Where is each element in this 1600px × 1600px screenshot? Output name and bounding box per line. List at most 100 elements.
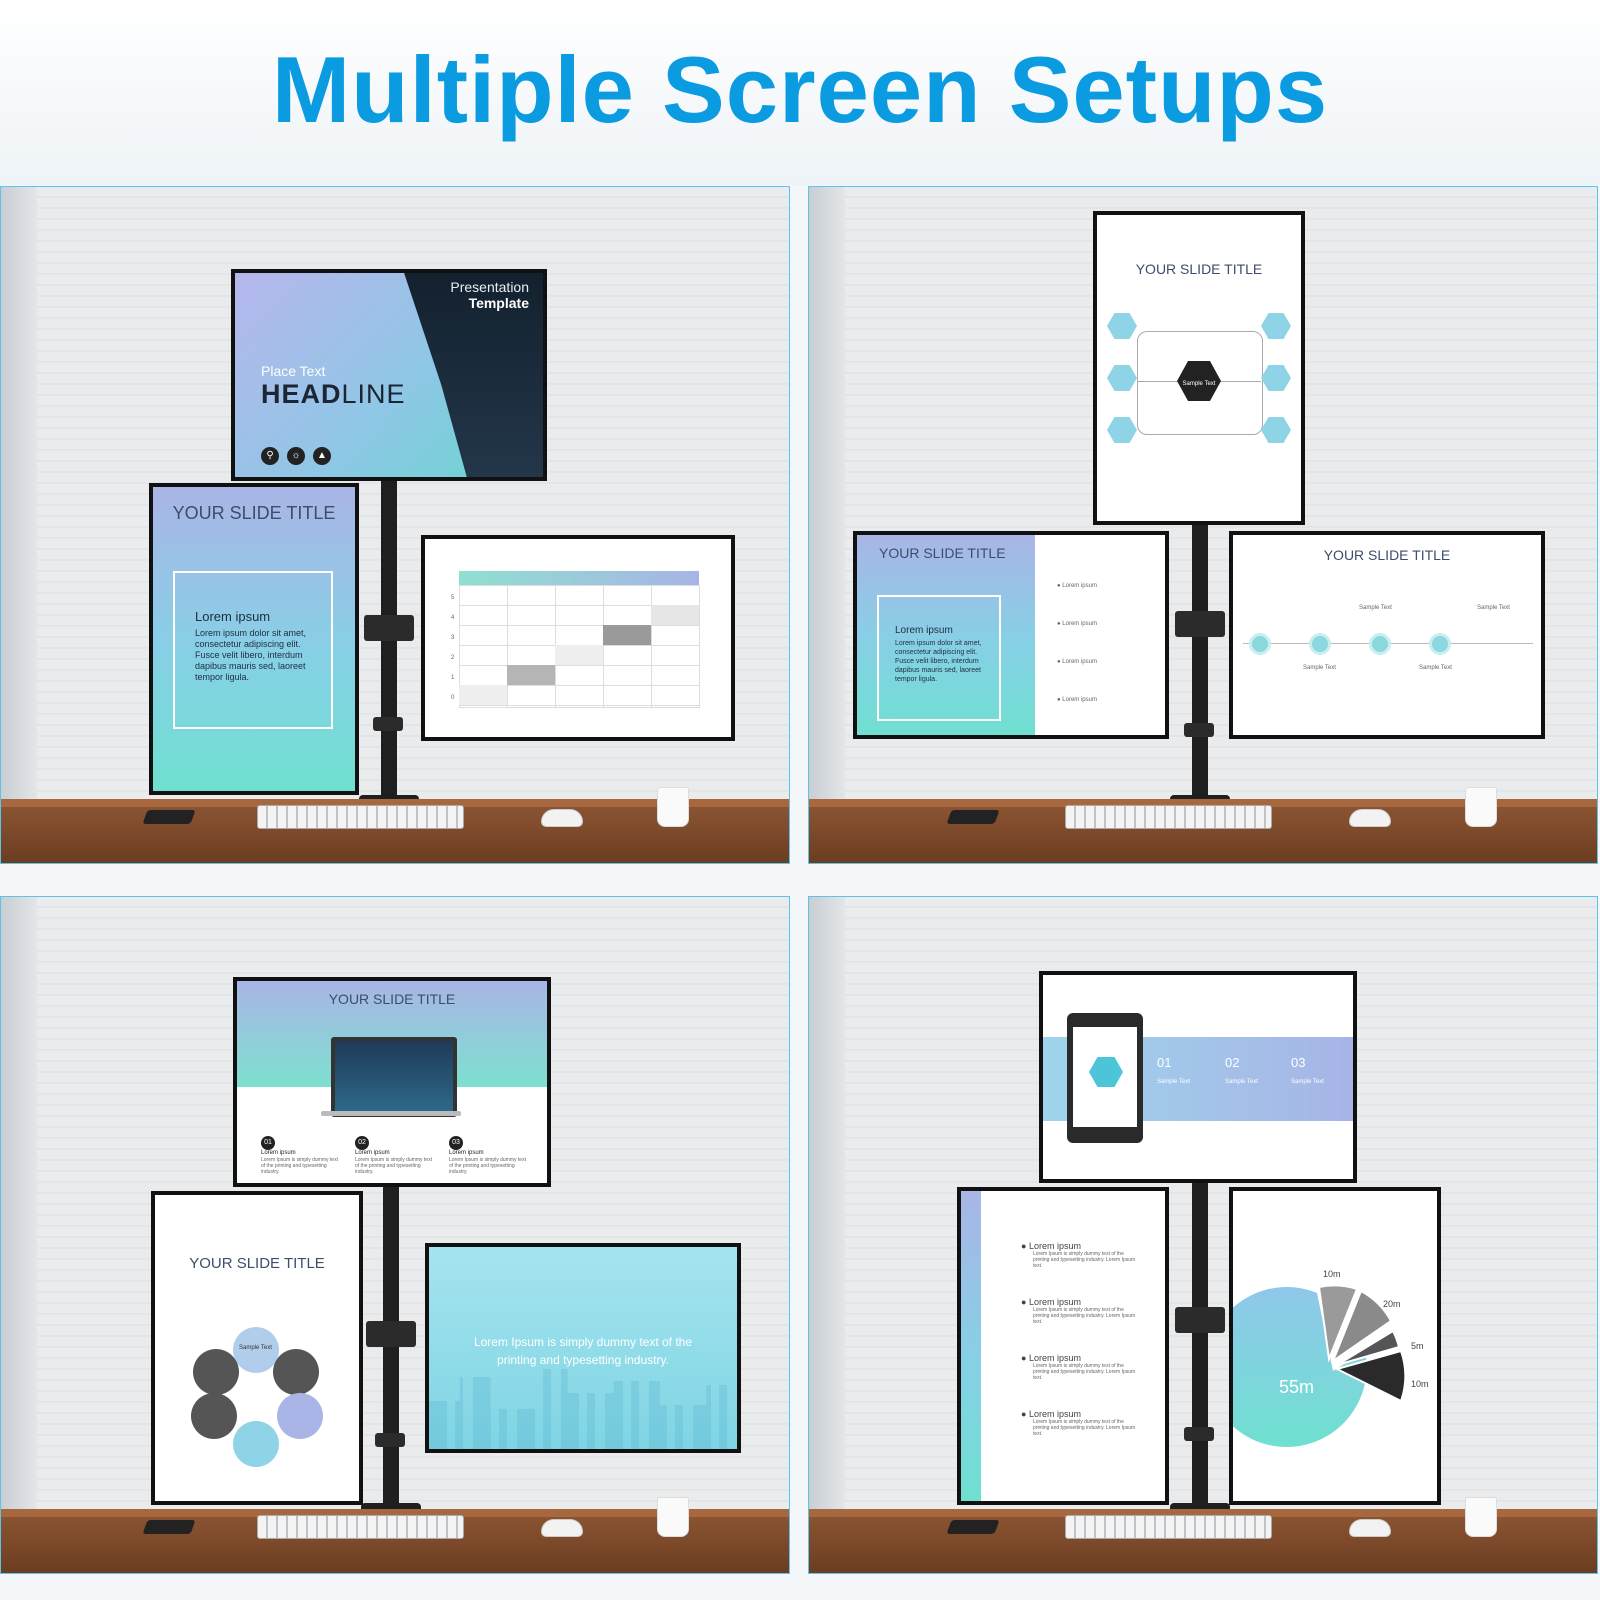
step-number: 02 (355, 1136, 369, 1150)
bullet-label: Lorem ipsum (1062, 659, 1097, 665)
cycle-circle (193, 1349, 239, 1395)
list-body: Lorem Ipsum is simply dummy text of the … (1033, 1419, 1136, 1437)
y-tick: 4 (451, 615, 455, 621)
timeline-label: Sample Text (1477, 605, 1510, 611)
node-hex (1261, 417, 1291, 443)
monitor-left: YOUR SLIDE TITLE Sample Text (151, 1191, 363, 1505)
pole-clamp (364, 615, 414, 641)
keyboard (1065, 805, 1272, 829)
slide-title: YOUR SLIDE TITLE (1135, 261, 1263, 277)
screen-hub-diagram: YOUR SLIDE TITLE Sample Text (1097, 215, 1301, 521)
table-cell (555, 645, 603, 665)
monitor-pole (1192, 517, 1208, 803)
step-number: 03 (1291, 1055, 1306, 1070)
list-title: ● Lorem ipsum (1021, 1297, 1081, 1307)
screen-slide: YOUR SLIDE TITLE Lorem ipsum Lorem ipsum… (857, 535, 1165, 735)
list-label: Lorem ipsum (1028, 1297, 1081, 1307)
step-title: Lorem ipsum (355, 1150, 390, 1156)
wall-edge (809, 187, 845, 863)
screen-pie: 10m 20m 5m 10m 55m (1233, 1191, 1437, 1501)
hub-connectors (1137, 331, 1263, 435)
pole-clamp (366, 1321, 416, 1347)
pie-graphic (1233, 1284, 1407, 1448)
wall-edge (1, 897, 37, 1573)
step-title: Lorem ipsum (449, 1150, 484, 1156)
presentation-line1: Presentation (450, 279, 529, 295)
pole-clamp (1175, 611, 1225, 637)
pie-label: 10m (1411, 1379, 1429, 1389)
step-body: Lorem Ipsum is simply dummy text of the … (261, 1157, 338, 1175)
step-number: 03 (449, 1136, 463, 1150)
y-tick: 1 (451, 675, 455, 681)
screen-steps: YOUR SLIDE TITLE 01 Lorem ipsum Lorem Ip… (237, 981, 547, 1183)
pie-slice-10m (1334, 1349, 1407, 1403)
keyboard (257, 805, 464, 829)
icon-row: ⚲☼▲ (261, 445, 339, 465)
place-text: Place Text (261, 363, 326, 379)
text-box: Lorem ipsum Lorem ipsum dolor sit amet, … (173, 571, 333, 729)
pie-slice-20m (1330, 1289, 1393, 1364)
slide-title: YOUR SLIDE TITLE (172, 503, 336, 523)
phone (946, 810, 1000, 824)
timeline-node (1369, 633, 1391, 655)
timeline-label: Sample Text (1419, 665, 1452, 671)
list-title: ● Lorem ipsum (1021, 1409, 1081, 1419)
screen-cycle: YOUR SLIDE TITLE Sample Text (155, 1195, 359, 1501)
bullet-item: ● Lorem ipsum (1057, 697, 1097, 703)
body-text: Lorem Ipsum is simply dummy text of the … (473, 1335, 693, 1367)
table-header (459, 571, 699, 585)
cup (657, 787, 689, 827)
headline: HEADLINE (261, 379, 406, 410)
header-background (0, 0, 1600, 185)
screen-text: Lorem Ipsum is simply dummy text of the … (429, 1247, 737, 1449)
pie-slice-55m (1233, 1287, 1367, 1448)
cycle-circle (277, 1393, 323, 1439)
list-title: ● Lorem ipsum (1021, 1241, 1081, 1251)
headline-light: LINE (341, 379, 406, 409)
bulb-icon: ☼ (287, 447, 305, 465)
screen-steps: 01 02 03 Sample Text Sample Text Sample … (1043, 975, 1353, 1179)
box-title: Lorem ipsum (895, 625, 953, 636)
setup-panel-4: 01 02 03 Sample Text Sample Text Sample … (808, 896, 1598, 1574)
pole-clamp-lower (375, 1433, 405, 1447)
slide-title: YOUR SLIDE TITLE (1323, 547, 1451, 563)
cycle-circle (191, 1393, 237, 1439)
step-3: 03 Lorem ipsum Lorem Ipsum is simply dum… (449, 1131, 529, 1175)
pie-label: 5m (1411, 1341, 1424, 1351)
step-label: Sample Text (1225, 1079, 1258, 1085)
cycle-circle (233, 1421, 279, 1467)
node-hex (1107, 417, 1137, 443)
hub: Sample Text (1177, 361, 1221, 401)
y-tick: 0 (451, 695, 455, 701)
timeline-label: Sample Text (1359, 605, 1392, 611)
cycle-label: Sample Text (239, 1345, 272, 1351)
list-title: ● Lorem ipsum (1021, 1353, 1081, 1363)
monitor-top: Presentation Template Place Text HEADLIN… (231, 269, 547, 481)
pole-clamp-lower (373, 717, 403, 731)
screen-presentation: Presentation Template Place Text HEADLIN… (235, 273, 543, 477)
list-item: ● Lorem ipsum Lorem Ipsum is simply dumm… (1021, 1353, 1141, 1381)
timeline-label: Sample Text (1303, 665, 1336, 671)
step-2: 02 Lorem ipsum Lorem Ipsum is simply dum… (355, 1131, 435, 1175)
table-cell (507, 665, 555, 685)
pie-slice-10m-top (1317, 1284, 1359, 1363)
bullet-label: Lorem ipsum (1062, 583, 1097, 589)
box-title: Lorem ipsum (195, 609, 271, 624)
monitor-right: YOUR SLIDE TITLE Sample Text Sample Text… (1229, 531, 1545, 739)
side-strip (961, 1191, 981, 1501)
tablet-icon (1067, 1013, 1143, 1143)
list-item: ● Lorem ipsum Lorem Ipsum is simply dumm… (1021, 1297, 1141, 1325)
cycle-circle (273, 1349, 319, 1395)
timeline-node (1249, 633, 1271, 655)
list-label: Lorem ipsum (1028, 1241, 1081, 1251)
table-cell (603, 625, 651, 645)
cycle-diagram: Sample Text (185, 1327, 325, 1467)
step-body: Lorem Ipsum is simply dummy text of the … (355, 1157, 432, 1175)
step-number: 02 (1225, 1055, 1240, 1070)
box-body: Lorem ipsum dolor sit amet, consectetur … (195, 628, 307, 682)
list-item: ● Lorem ipsum Lorem Ipsum is simply dumm… (1021, 1409, 1141, 1437)
y-tick: 5 (451, 595, 455, 601)
table-cell (651, 605, 699, 625)
monitor-top: 01 02 03 Sample Text Sample Text Sample … (1039, 971, 1357, 1183)
node-hex (1107, 313, 1137, 339)
